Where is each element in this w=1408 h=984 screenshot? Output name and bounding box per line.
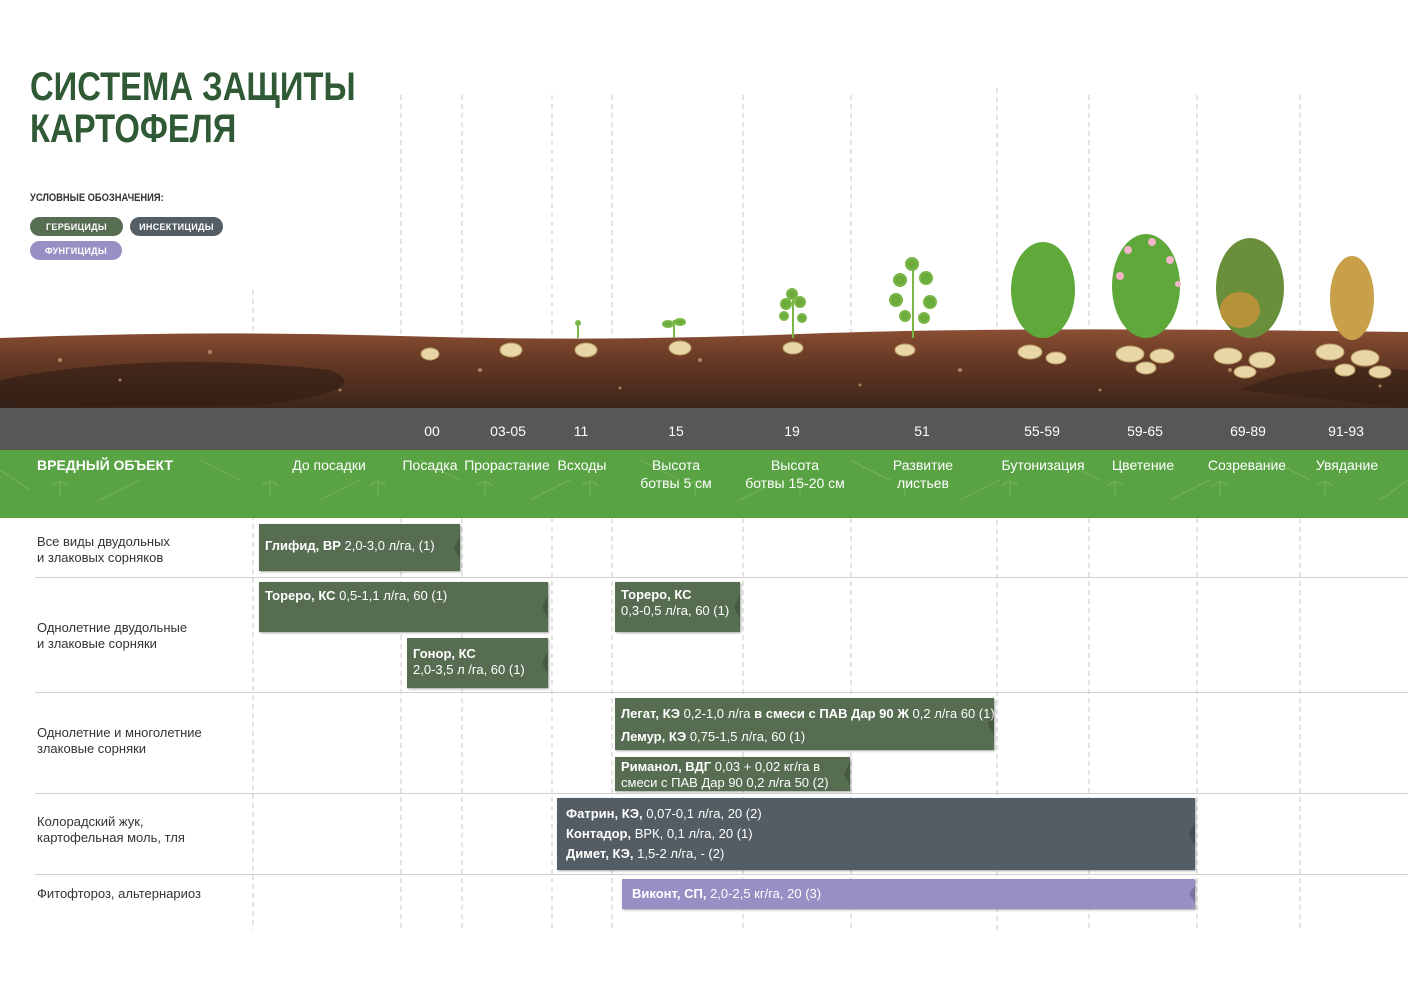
stage-code: 11	[573, 423, 589, 439]
row-label-diseases: Фитофтороз, альтернариоз	[37, 886, 201, 901]
stage-name-wilting: Увядание	[1315, 457, 1379, 473]
stage-code: 15	[668, 423, 684, 439]
watermark-pattern	[0, 459, 1408, 501]
legend-herbicides: ГЕРБИЦИДЫ	[30, 217, 123, 236]
stage-code: 19	[784, 423, 800, 439]
soil-illustration	[0, 234, 1408, 410]
treatment-torero-early: Тореро, КС 0,5-1,1 л/га, 60 (1)	[259, 582, 548, 632]
stage-code-bar: 00 03-05 11 15 19 51 55-59 59-65 69-89 9…	[0, 408, 1408, 450]
page-title: СИСТЕМА ЗАЩИТЫ КАРТОФЕЛЯ	[30, 66, 356, 150]
stage-name-flowering: Цветение	[1111, 457, 1175, 473]
stage-name-emergence: Всходы	[557, 457, 607, 473]
stage-code: 00	[424, 423, 440, 439]
stage-name-ripening: Созревание	[1207, 457, 1287, 473]
title-line-1: СИСТЕМА ЗАЩИТЫ	[30, 65, 356, 109]
treatment-rimanol: Риманол, ВДГ 0,03 + 0,02 кг/га в смеси с…	[615, 757, 850, 791]
harm-object-heading: ВРЕДНЫЙ ОБЪЕКТ	[37, 457, 173, 473]
stage-code: 55-59	[1024, 423, 1060, 439]
stage-code: 51	[914, 423, 930, 439]
row-label-pests: Колорадский жук,картофельная моль, тля	[37, 814, 185, 845]
legend-fungicides: ФУНГИЦИДЫ	[30, 241, 122, 260]
row-divider	[35, 577, 1408, 578]
stage-name-bar: ВРЕДНЫЙ ОБЪЕКТ До посадки Посадка Прорас…	[0, 450, 1408, 518]
stage-name-planting: Посадка	[402, 457, 458, 473]
legend-heading: УСЛОВНЫЕ ОБОЗНАЧЕНИЯ:	[30, 192, 164, 204]
stage-name-budding: Бутонизация	[1001, 457, 1085, 473]
legend-insecticides: ИНСЕКТИЦИДЫ	[130, 217, 223, 236]
stage-code: 91-93	[1328, 423, 1364, 439]
stage-code: 03-05	[490, 423, 526, 439]
title-line-2: КАРТОФЕЛЯ	[30, 107, 237, 151]
row-divider	[35, 793, 1408, 794]
row-divider	[35, 692, 1408, 693]
treatment-legat-lemur: Легат, КЭ 0,2-1,0 л/га в смеси с ПАВ Дар…	[615, 698, 995, 750]
row-divider	[35, 874, 1408, 875]
stage-code: 69-89	[1230, 423, 1266, 439]
stage-name-before-planting: До посадки	[292, 457, 366, 473]
treatment-gonor: Гонор, КС 2,0-3,5 л /га, 60 (1)	[407, 638, 548, 688]
treatment-torero-late: Тореро, КС 0,3-0,5 л/га, 60 (1)	[615, 582, 740, 632]
stage-name-germination: Прорастание	[464, 457, 550, 473]
treatment-insecticides: Фатрин, КЭ, 0,07-0,1 л/га, 20 (2) Контад…	[557, 798, 1195, 870]
treatment-vikont: Виконт, СП, 2,0-2,5 кг/га, 20 (3)	[622, 879, 1195, 909]
treatment-glifid: Глифид, ВР 2,0-3,0 л/га, (1)	[259, 524, 460, 571]
stage-code: 59-65	[1127, 423, 1163, 439]
